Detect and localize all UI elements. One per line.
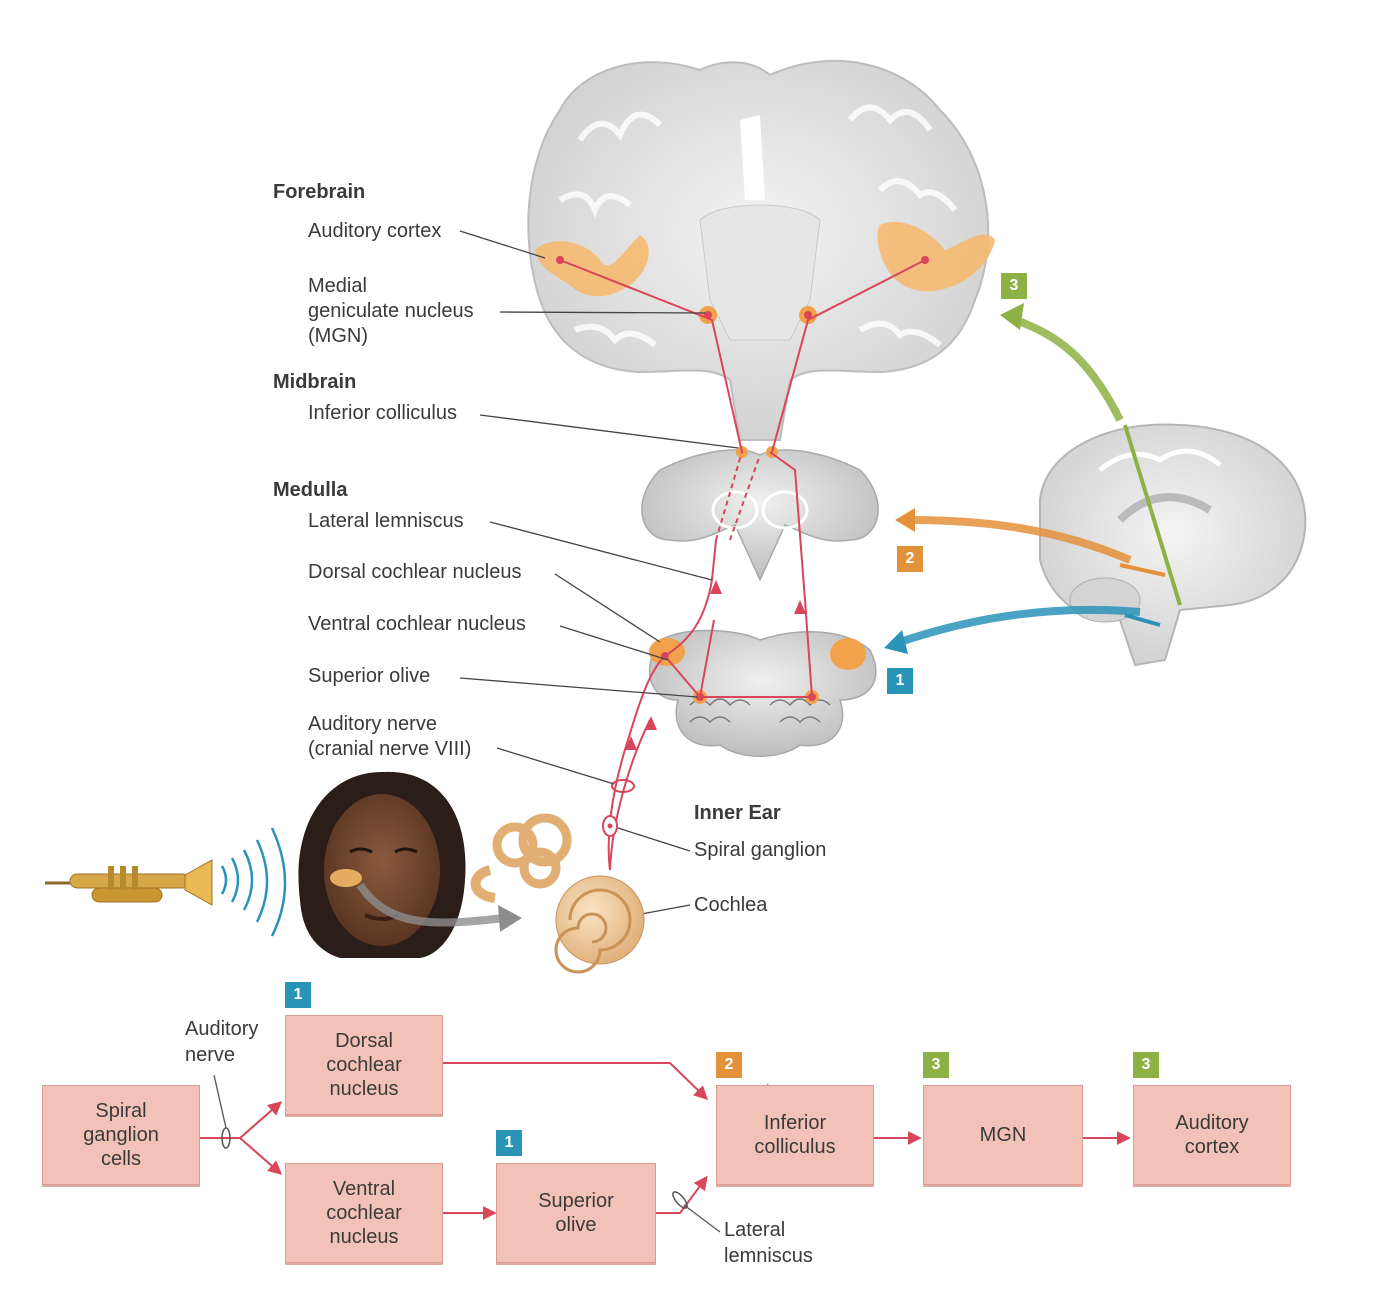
ventral-cochlear-nucleus-box: Ventral cochlear nucleus	[285, 1163, 443, 1263]
mgn-box: MGN	[923, 1085, 1083, 1185]
dorsal-cochlear-nucleus-label: Dorsal cochlear nucleus	[308, 561, 522, 583]
auditory-cortex-label: Auditory cortex	[308, 220, 442, 242]
dorsal-cochlear-nucleus-text: Dorsal cochlear nucleus	[326, 1030, 402, 1100]
inferior-colliculus-label: Inferior colliculus	[308, 402, 457, 424]
mgn-label-line1: Medial	[308, 275, 367, 297]
level-2-badge: 2	[897, 546, 923, 572]
ventral-cochlear-nucleus-label: Ventral cochlear nucleus	[308, 613, 526, 635]
trumpet-illustration	[45, 859, 213, 906]
dorsal-level-badge: 1	[285, 982, 311, 1008]
lateral-lemniscus-label: Lateral lemniscus	[308, 510, 464, 532]
face-illustration	[298, 771, 466, 958]
flow-auditory-nerve-line1: Auditory	[185, 1018, 259, 1040]
inferior-colliculus-level-badge: 2	[716, 1052, 742, 1078]
medulla-heading: Medulla	[273, 479, 348, 501]
dorsal-cochlear-nucleus-box: Dorsal cochlear nucleus	[285, 1015, 443, 1115]
inner-ear-illustration	[470, 813, 645, 974]
mgn-text: MGN	[979, 1124, 1027, 1146]
inferior-colliculus-text: Inferior colliculus	[754, 1112, 836, 1158]
superior-olive-box: Superior olive	[496, 1163, 656, 1263]
superior-olive-level-badge: 1	[496, 1130, 522, 1156]
spiral-ganglion-cells-box: Spiral ganglion cells	[42, 1085, 200, 1185]
spiral-ganglion-cells-text: Spiral ganglion cells	[83, 1100, 159, 1170]
cochlea-label: Cochlea	[694, 894, 768, 916]
auditory-nerve-label-line1: Auditory nerve	[308, 713, 437, 735]
forebrain-section	[527, 59, 995, 441]
auditory-cortex-text: Auditory cortex	[1175, 1112, 1249, 1158]
auditory-nerve-label-line2: (cranial nerve VIII)	[308, 738, 472, 760]
mgn-label-line3: (MGN)	[308, 325, 368, 347]
auditory-cortex-level-badge: 3	[1133, 1052, 1159, 1078]
level-3-badge: 3	[1001, 273, 1027, 299]
level-1-badge: 1	[887, 668, 913, 694]
inner-ear-heading: Inner Ear	[694, 802, 781, 824]
midbrain-heading: Midbrain	[273, 371, 357, 393]
flow-lateral-lemniscus-line1: Lateral	[724, 1219, 786, 1241]
midbrain-section	[641, 446, 879, 582]
flow-auditory-nerve-line2: nerve	[185, 1044, 236, 1066]
inferior-colliculus-box: Inferior colliculus	[716, 1085, 874, 1185]
ventral-cochlear-nucleus-text: Ventral cochlear nucleus	[326, 1178, 402, 1248]
superior-olive-label: Superior olive	[308, 665, 431, 687]
forebrain-heading: Forebrain	[273, 181, 366, 203]
mgn-level-badge: 3	[923, 1052, 949, 1078]
spiral-ganglion-label: Spiral ganglion	[694, 839, 827, 861]
mgn-label-line2: geniculate nucleus	[308, 300, 474, 322]
superior-olive-text: Superior olive	[538, 1190, 614, 1236]
medulla-section	[648, 629, 877, 757]
flow-lateral-lemniscus-line2: lemniscus	[724, 1245, 813, 1267]
auditory-cortex-box: Auditory cortex	[1133, 1085, 1291, 1185]
